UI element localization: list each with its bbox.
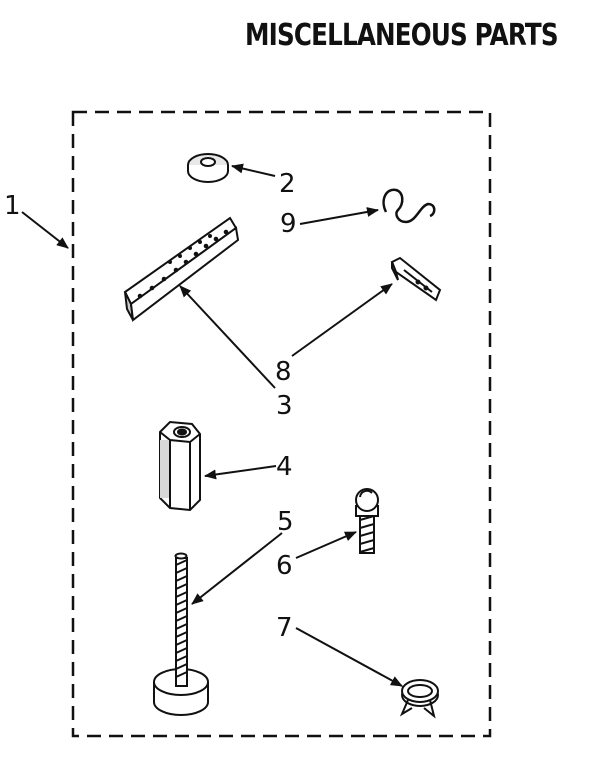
leader-1 bbox=[21, 211, 69, 249]
callout-8: 8 bbox=[275, 357, 292, 387]
callout-2: 2 bbox=[279, 169, 296, 199]
s-hook-icon bbox=[382, 188, 436, 224]
callout-1: 1 bbox=[4, 191, 21, 221]
leveling-leg-icon bbox=[153, 552, 209, 716]
leader-3 bbox=[179, 285, 276, 389]
callout-5: 5 bbox=[277, 507, 294, 537]
callout-7: 7 bbox=[276, 613, 293, 643]
leader-2 bbox=[231, 163, 276, 177]
page-title: MISCELLANEOUS PARTS bbox=[245, 18, 559, 53]
leader-5 bbox=[191, 532, 283, 605]
callout-6: 6 bbox=[276, 551, 293, 581]
leader-4 bbox=[204, 465, 277, 480]
leader-lines bbox=[21, 163, 403, 687]
leader-6 bbox=[295, 531, 357, 559]
mounting-strip-icon bbox=[123, 216, 240, 322]
ball-stud-icon bbox=[355, 488, 379, 554]
hex-standoff-icon bbox=[159, 420, 201, 512]
clip-pin-icon bbox=[390, 256, 442, 302]
callout-3: 3 bbox=[276, 391, 293, 421]
leader-7 bbox=[295, 627, 403, 687]
kit-boundary bbox=[71, 110, 492, 738]
hose-clamp-icon bbox=[399, 679, 439, 719]
leader-8 bbox=[291, 283, 393, 357]
callout-9: 9 bbox=[280, 209, 297, 239]
leader-9 bbox=[299, 207, 379, 225]
washer-icon bbox=[187, 153, 229, 183]
callout-4: 4 bbox=[276, 452, 293, 482]
